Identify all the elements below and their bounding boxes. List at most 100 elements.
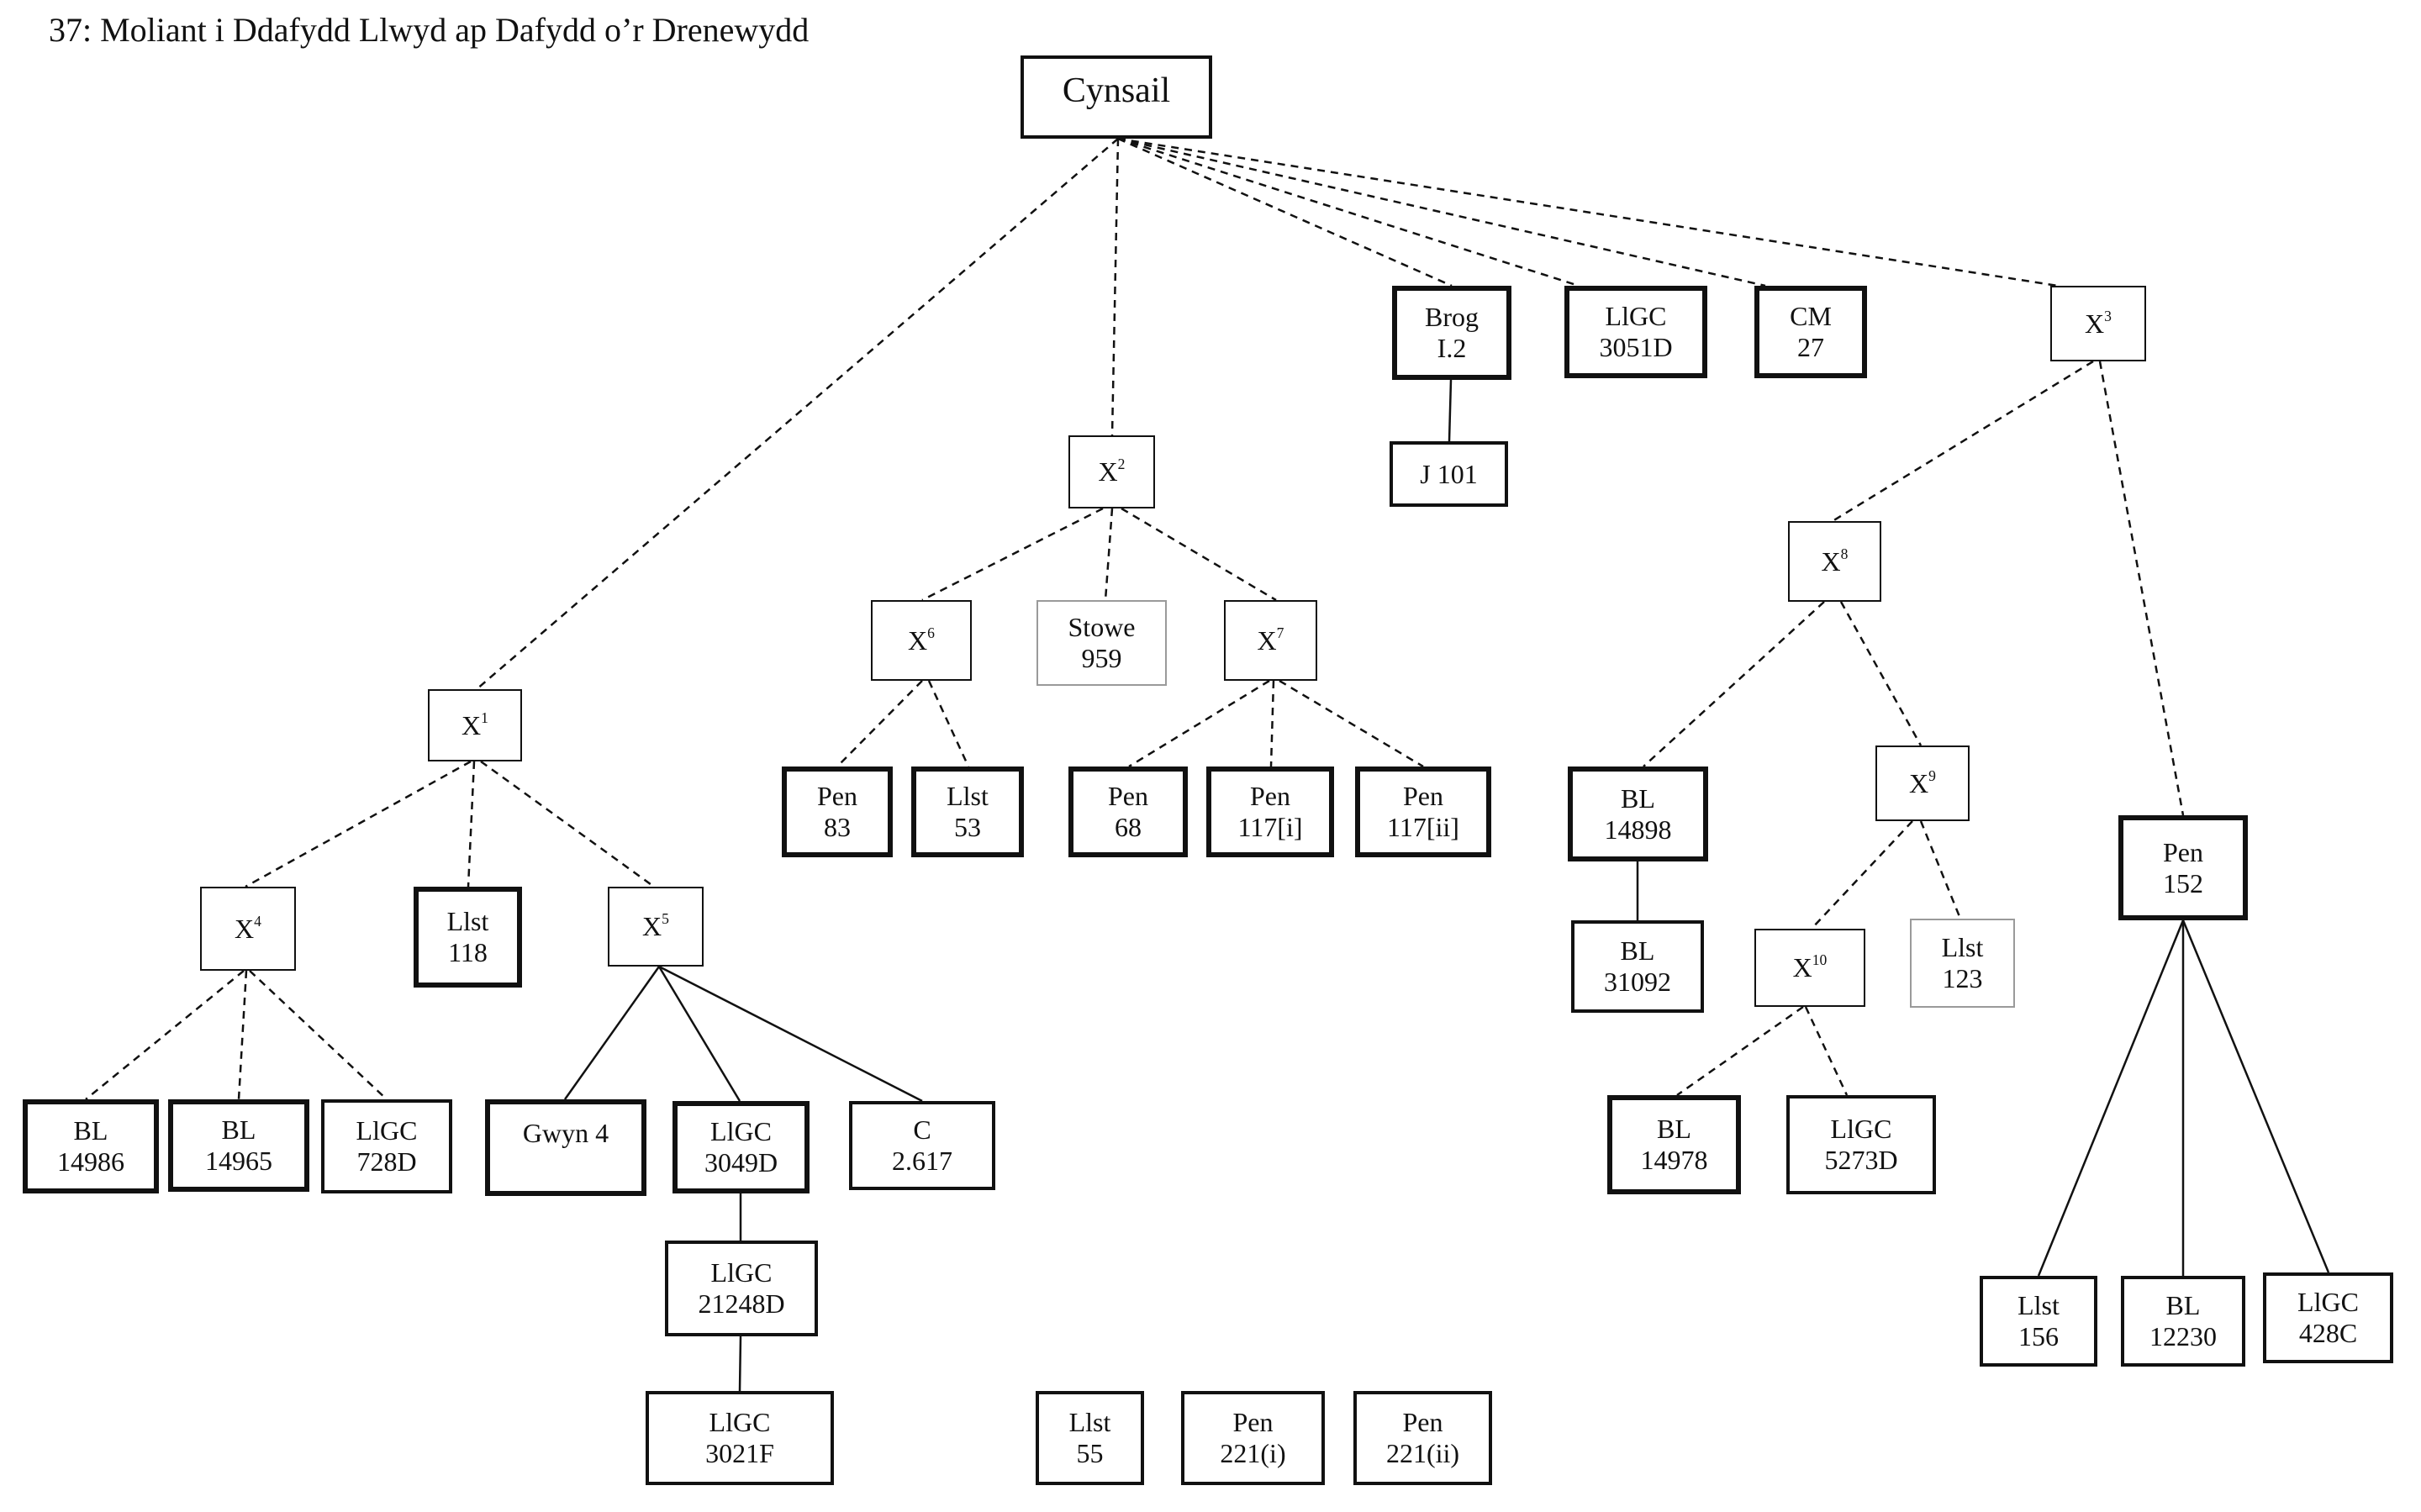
node-llgc5273d-line2: 5273D (1824, 1145, 1898, 1175)
edge-x4-llgc728d (249, 970, 388, 1100)
node-x5-sup: 5 (662, 910, 669, 928)
node-x5: X5 (608, 887, 704, 967)
edge-cynsail-llgc3051d (1117, 137, 1580, 287)
edge-x6-pen83 (836, 680, 923, 767)
node-llst53-line2: 53 (954, 812, 981, 842)
node-pen117i-line1: Pen (1250, 781, 1290, 812)
node-pen221i-line1: Pen (1232, 1407, 1274, 1438)
node-x2-sup: 2 (1117, 456, 1126, 473)
edge-x2-x7 (1121, 507, 1277, 602)
node-llgc3051d-line1: LlGC (1605, 301, 1667, 332)
edge-x3-pen152 (2098, 361, 2185, 816)
node-pen83: Pen 83 (782, 767, 893, 857)
edge-cynsail-x1 (476, 138, 1119, 690)
node-llgc428c-line2: 428C (2298, 1318, 2358, 1348)
node-llst123-line2: 123 (1942, 963, 1983, 993)
node-bl12230: BL 12230 (2121, 1276, 2245, 1367)
edge-pen152-llgc428c (2181, 919, 2330, 1273)
edge-cynsail-cm27 (1117, 137, 1766, 287)
node-llgc3049d-line2: 3049D (704, 1147, 778, 1177)
node-pen68: Pen 68 (1068, 767, 1188, 857)
node-bl14965-line1: BL (221, 1114, 256, 1146)
node-gwyn4-line1: Gwyn 4 (522, 1118, 609, 1148)
node-llst53-line1: Llst (947, 781, 989, 812)
edge-x5-gwyn4 (563, 966, 661, 1100)
edge-x9-x10 (1811, 820, 1913, 930)
node-brog: Brog I.2 (1392, 286, 1511, 380)
node-llgc428c: LlGC 428C (2263, 1272, 2393, 1363)
node-x9: X9 (1875, 745, 1970, 821)
node-pen117i: Pen 117[i] (1206, 767, 1334, 857)
node-x8-sup: 8 (1840, 545, 1849, 562)
edge-x8-x9 (1839, 601, 1923, 746)
node-x10-base: X (1792, 952, 1812, 983)
node-llst55: Llst 55 (1036, 1391, 1144, 1485)
edge-x10-bl14978 (1676, 1005, 1804, 1097)
edge-llgc21248d-llgc3021f (738, 1336, 742, 1392)
node-x10: X10 (1754, 929, 1865, 1007)
node-llst55-line2: 55 (1076, 1438, 1104, 1468)
node-bl14978-line2: 14978 (1640, 1145, 1708, 1175)
node-cm27-line1: CM (1790, 301, 1832, 332)
node-stowe959-line2: 959 (1081, 643, 1122, 673)
node-pen221ii: Pen 221(ii) (1353, 1391, 1492, 1485)
edge-cynsail-brog (1117, 137, 1453, 287)
node-llgc728d-line1: LlGC (356, 1115, 418, 1146)
node-pen117ii: Pen 117[ii] (1355, 767, 1491, 857)
node-x3-sup: 3 (2104, 307, 2112, 324)
node-x1-base: X (462, 709, 482, 740)
node-bl14978: BL 14978 (1607, 1095, 1741, 1194)
edge-x1-llst118 (467, 761, 476, 888)
node-pen152-line1: Pen (2163, 836, 2203, 867)
node-j101-line1: J 101 (1420, 458, 1478, 489)
edge-x7-pen117i (1269, 680, 1275, 767)
node-x1-sup: 1 (481, 709, 488, 726)
node-pen117ii-line2: 117[ii] (1387, 812, 1459, 842)
node-llst156: Llst 156 (1980, 1276, 2097, 1367)
node-pen117ii-line1: Pen (1403, 781, 1443, 812)
node-x4-base: X (235, 913, 255, 944)
node-x7-base: X (1257, 624, 1277, 656)
node-llgc728d-line2: 728D (356, 1146, 417, 1177)
node-brog-line1: Brog (1425, 302, 1479, 333)
node-c2617: C 2.617 (849, 1101, 995, 1190)
node-x7-sup: 7 (1276, 624, 1284, 641)
node-bl14898: BL 14898 (1568, 767, 1708, 861)
node-cm27-line2: 27 (1797, 332, 1824, 362)
edge-cynsail-x2 (1110, 138, 1120, 436)
node-bl14986-line2: 14986 (57, 1146, 124, 1177)
node-x3: X3 (2050, 286, 2146, 361)
node-llst156-line1: Llst (2018, 1290, 2060, 1321)
node-llgc21248d-line2: 21248D (698, 1288, 785, 1319)
edge-x5-llgc3049d (657, 966, 741, 1102)
edge-x1-x4 (245, 760, 472, 888)
node-llst123-line1: Llst (1941, 932, 1984, 963)
node-x8: X8 (1788, 521, 1881, 602)
node-c2617-line2: 2.617 (892, 1146, 952, 1176)
node-x1: X1 (428, 689, 522, 761)
edge-brog-j101 (1448, 379, 1453, 442)
node-llgc3021f: LlGC 3021F (646, 1391, 834, 1485)
node-stowe959-line1: Stowe (1068, 612, 1136, 643)
node-stowe959: Stowe 959 (1036, 600, 1167, 686)
node-x10-sup: 10 (1812, 951, 1828, 969)
node-brog-line2: I.2 (1437, 333, 1467, 363)
edge-x1-x5 (480, 760, 655, 888)
node-pen68-line2: 68 (1115, 812, 1142, 842)
node-pen221i-line2: 221(i) (1220, 1438, 1286, 1468)
node-x4: X4 (200, 887, 296, 971)
node-pen221ii-line2: 221(ii) (1385, 1438, 1460, 1468)
node-pen152-line2: 152 (2163, 867, 2203, 898)
node-bl14898-line2: 14898 (1604, 814, 1672, 845)
node-llgc3021f-line1: LlGC (709, 1407, 771, 1438)
node-bl31092: BL 31092 (1571, 920, 1704, 1013)
node-bl14965: BL 14965 (168, 1099, 309, 1192)
node-llgc3051d: LlGC 3051D (1564, 286, 1707, 378)
node-llst118-line1: Llst (446, 906, 489, 937)
node-bl14986-line1: BL (73, 1115, 108, 1146)
node-llgc21248d: LlGC 21248D (665, 1241, 818, 1336)
node-llst55-line1: Llst (1068, 1407, 1111, 1438)
node-bl31092-line2: 31092 (1604, 967, 1671, 997)
node-llgc21248d-line1: LlGC (710, 1257, 773, 1288)
